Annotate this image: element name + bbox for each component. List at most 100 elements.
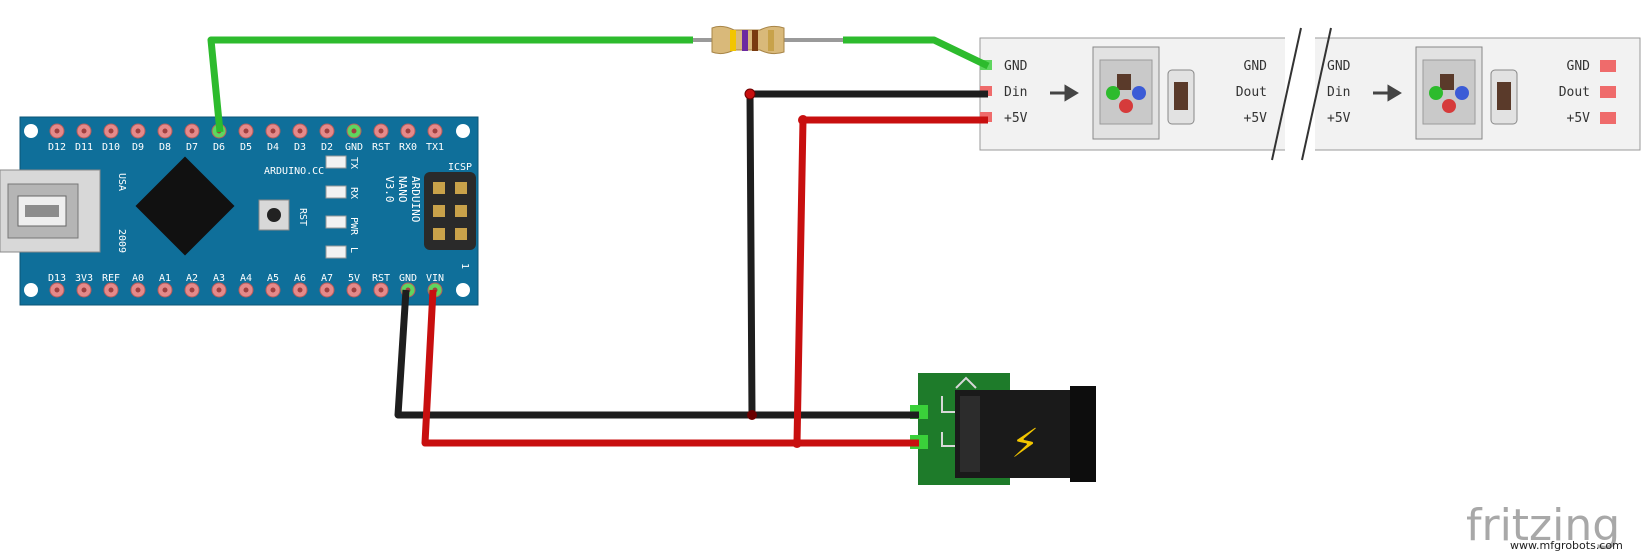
dc-power-jack: ⚡ <box>910 373 1096 485</box>
status-led <box>325 155 347 169</box>
resistor-band <box>768 30 774 51</box>
strip-input-label: Din <box>1327 85 1350 100</box>
pin-label: D10 <box>102 142 120 153</box>
power-bolt-icon: ⚡ <box>1011 421 1039 467</box>
icsp-pin <box>433 182 445 194</box>
icsp-pin <box>433 228 445 240</box>
pin-label: RST <box>372 273 390 284</box>
model-line: V3.0 <box>383 176 396 203</box>
strip-output-label: Dout <box>1559 85 1590 100</box>
microcontroller-chip <box>135 156 235 256</box>
resistor <box>693 25 843 55</box>
mounting-hole <box>456 124 470 138</box>
pin-label: A0 <box>132 273 144 284</box>
pin-label: A7 <box>321 273 333 284</box>
wire-d6-to-resistor <box>207 36 693 133</box>
reset-button[interactable] <box>258 199 290 231</box>
usb-connector <box>0 169 101 253</box>
led-label: TX <box>348 157 359 169</box>
pin-label: RST <box>372 142 390 153</box>
fritzing-logo: fritzing <box>1466 500 1620 551</box>
strip-input-label: Din <box>1004 85 1027 100</box>
icsp-pin <box>455 182 467 194</box>
strip-output-pad <box>1600 60 1616 72</box>
wire-resistor-to-strip <box>843 36 990 70</box>
strip-output-label: GND <box>1567 59 1591 74</box>
strip-output-label: +5V <box>1244 111 1268 126</box>
strip-output-pad <box>1600 112 1616 124</box>
pin-label: A1 <box>159 273 171 284</box>
pin-label: 5V <box>348 273 360 284</box>
mounting-hole <box>456 283 470 297</box>
strip-segment: GND Din +5V GND Dout +5V <box>1327 46 1616 140</box>
strip-output-label: GND <box>1244 59 1268 74</box>
icsp-pin <box>455 205 467 217</box>
status-leds: TX RX PWR L <box>325 155 359 259</box>
status-led <box>325 245 347 259</box>
status-led <box>325 185 347 199</box>
pin-label: A3 <box>213 273 225 284</box>
pin-label: A5 <box>267 273 279 284</box>
wire-gnd-strip <box>746 90 988 416</box>
pin-label: D13 <box>48 273 66 284</box>
pin-label: D12 <box>48 142 66 153</box>
pin-label: D7 <box>186 142 198 153</box>
pin-label: TX1 <box>426 142 444 153</box>
strip-input-label: +5V <box>1327 111 1351 126</box>
icsp-pin1-label: 1 <box>459 263 470 269</box>
wire-gnd-nano-to-jack <box>394 289 919 419</box>
pin-label: D4 <box>267 142 279 153</box>
strip-input-label: +5V <box>1004 111 1028 126</box>
data-direction-arrow-icon <box>1050 84 1079 102</box>
year-label: 2009 <box>116 229 127 253</box>
pin-label: REF <box>102 273 120 284</box>
resistor-band <box>742 30 748 51</box>
led-label: RX <box>348 187 359 199</box>
pin-label: RX0 <box>399 142 417 153</box>
nano-brand-label: ARDUINO.CC <box>264 166 324 177</box>
pin-label: D5 <box>240 142 252 153</box>
pin-label: GND <box>345 142 363 153</box>
model-line: NANO <box>396 176 409 203</box>
pin-label: D8 <box>159 142 171 153</box>
strip-output-label: Dout <box>1236 85 1267 100</box>
led-label: PWR <box>348 217 359 236</box>
icsp-label: ICSP <box>448 162 472 173</box>
data-direction-arrow-icon <box>1373 84 1402 102</box>
resistor-band <box>752 30 758 51</box>
mounting-hole <box>24 124 38 138</box>
pin-label: GND <box>399 273 417 284</box>
strip-output-pad <box>1600 86 1616 98</box>
pin-label: D2 <box>321 142 333 153</box>
wire-vin-nano-to-jack <box>421 289 919 447</box>
pin-label: D6 <box>213 142 225 153</box>
jack-barrel-end <box>1070 386 1096 482</box>
led-strip: GND Din +5V GND Dout +5V GND Din +5V GND Dout +5V <box>979 27 1641 161</box>
model-line: ARDUINO <box>409 176 422 222</box>
pin-label: D11 <box>75 142 93 153</box>
resistor-band <box>730 30 736 51</box>
icsp-pin <box>433 205 445 217</box>
mounting-hole <box>24 283 38 297</box>
status-led <box>325 215 347 229</box>
pin-label: D3 <box>294 142 306 153</box>
pin-label: VIN <box>426 273 444 284</box>
pin-label: 3V3 <box>75 273 93 284</box>
strip-output-label: +5V <box>1567 111 1591 126</box>
pin-label: A4 <box>240 273 252 284</box>
pin-label: A2 <box>186 273 198 284</box>
strip-input-label: GND <box>1327 59 1351 74</box>
rst-button-label: RST <box>297 208 308 226</box>
led-label: L <box>348 247 359 253</box>
wires <box>207 36 990 448</box>
pin-label: D9 <box>132 142 144 153</box>
icsp-header <box>424 172 476 250</box>
strip-break <box>1271 27 1332 161</box>
site-credit: www.mfgrobots.com <box>1510 539 1623 552</box>
usa-label: USA <box>116 173 127 191</box>
pin-label: A6 <box>294 273 306 284</box>
strip-input-label: GND <box>1004 59 1028 74</box>
